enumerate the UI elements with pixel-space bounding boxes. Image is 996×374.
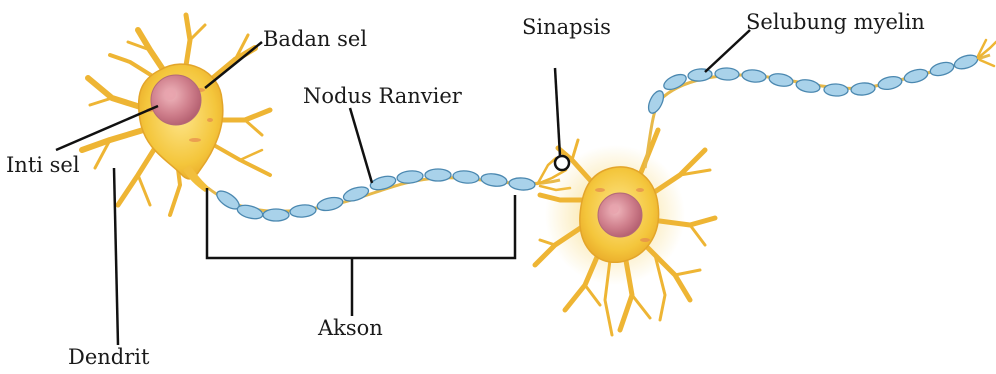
leader-nodus-ranvier: [350, 108, 372, 183]
leader-sinapsis: [555, 68, 560, 156]
label-badan-sel: Badan sel: [263, 29, 367, 50]
neuron-right: [535, 130, 715, 335]
label-sinapsis: Sinapsis: [522, 17, 611, 38]
nucleus-left: [151, 75, 201, 125]
label-selubung-myelin: Selubung myelin: [746, 12, 925, 33]
myelin-sheath-right: [645, 53, 979, 116]
neuron-left: [82, 15, 270, 215]
leader-dendrit: [114, 168, 118, 345]
myelin-sheath-left: [214, 169, 535, 221]
label-inti-sel: Inti sel: [6, 155, 80, 176]
label-akson: Akson: [318, 318, 383, 339]
leader-badan-sel: [205, 42, 262, 88]
leader-selubung-myelin: [705, 30, 750, 72]
synapse-marker: [555, 156, 569, 170]
axon-right: [645, 40, 996, 168]
label-dendrit: Dendrit: [68, 347, 149, 368]
nucleus-right: [598, 193, 642, 237]
label-nodus-ranvier: Nodus Ranvier: [303, 86, 462, 107]
